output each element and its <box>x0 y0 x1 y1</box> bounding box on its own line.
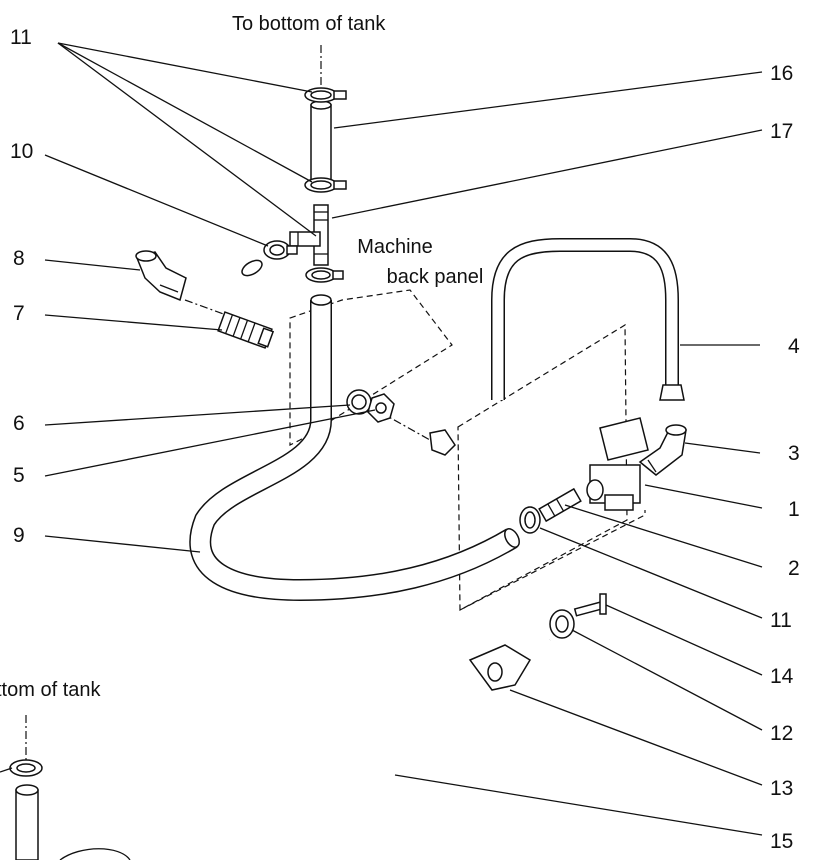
callout-16: 16 <box>770 62 793 85</box>
callout-11-top: 11 <box>10 26 32 49</box>
callout-14: 14 <box>770 665 794 688</box>
leader-lines <box>0 42 763 836</box>
washer-icon <box>346 389 372 415</box>
callout-6: 6 <box>13 412 25 435</box>
callout-2: 2 <box>788 557 800 580</box>
hose-clamp-icon <box>305 267 344 283</box>
tee-fitting-icon <box>289 204 329 266</box>
hose-clamp-icon <box>519 506 541 534</box>
hose-15-inner <box>80 261 557 779</box>
nipple-fitting-icon <box>217 311 275 349</box>
callout-3: 3 <box>788 442 800 465</box>
callout-1: 1 <box>788 498 800 521</box>
hose-nut-icon <box>659 384 685 401</box>
callout-9: 9 <box>13 524 25 547</box>
callout-4: 4 <box>788 335 800 358</box>
hose-bracket-icon <box>468 644 532 691</box>
callout-17: 17 <box>770 120 793 143</box>
solenoid-valve-icon <box>586 417 649 511</box>
callout-8: 8 <box>13 247 25 270</box>
callout-15: 15 <box>770 830 793 853</box>
callout-7: 7 <box>13 302 25 325</box>
hose-9 <box>189 300 518 602</box>
callout-5: 5 <box>13 464 25 487</box>
panel-caption-line1: Machine <box>357 236 433 258</box>
hose-clamp-icon <box>549 609 575 639</box>
hose-nut-icon <box>429 429 456 456</box>
callout-10: 10 <box>10 140 33 163</box>
callout-12: 12 <box>770 722 793 745</box>
screw-icon <box>573 593 607 617</box>
machine-back-panel <box>289 289 646 611</box>
hose-nut-icon <box>367 393 395 423</box>
tube-16 <box>310 100 332 184</box>
hose-clamp-icon <box>263 240 298 260</box>
callout-11-right: 11 <box>770 609 792 632</box>
callout-13: 13 <box>770 777 793 800</box>
hose-4 <box>491 238 679 400</box>
panel-caption-line2: back panel <box>387 266 484 288</box>
hose-clamp-icon <box>304 87 347 103</box>
hose-clamp-icon <box>304 177 347 193</box>
bottom-tank-caption: ttom of tank <box>0 679 101 701</box>
bottom-tank-connection <box>9 759 131 860</box>
nipple-fitting-icon <box>538 487 582 523</box>
top-tank-caption: To bottom of tank <box>232 13 386 35</box>
elbow-fitting-icon <box>135 250 187 302</box>
elbow-fitting-icon <box>638 424 687 476</box>
